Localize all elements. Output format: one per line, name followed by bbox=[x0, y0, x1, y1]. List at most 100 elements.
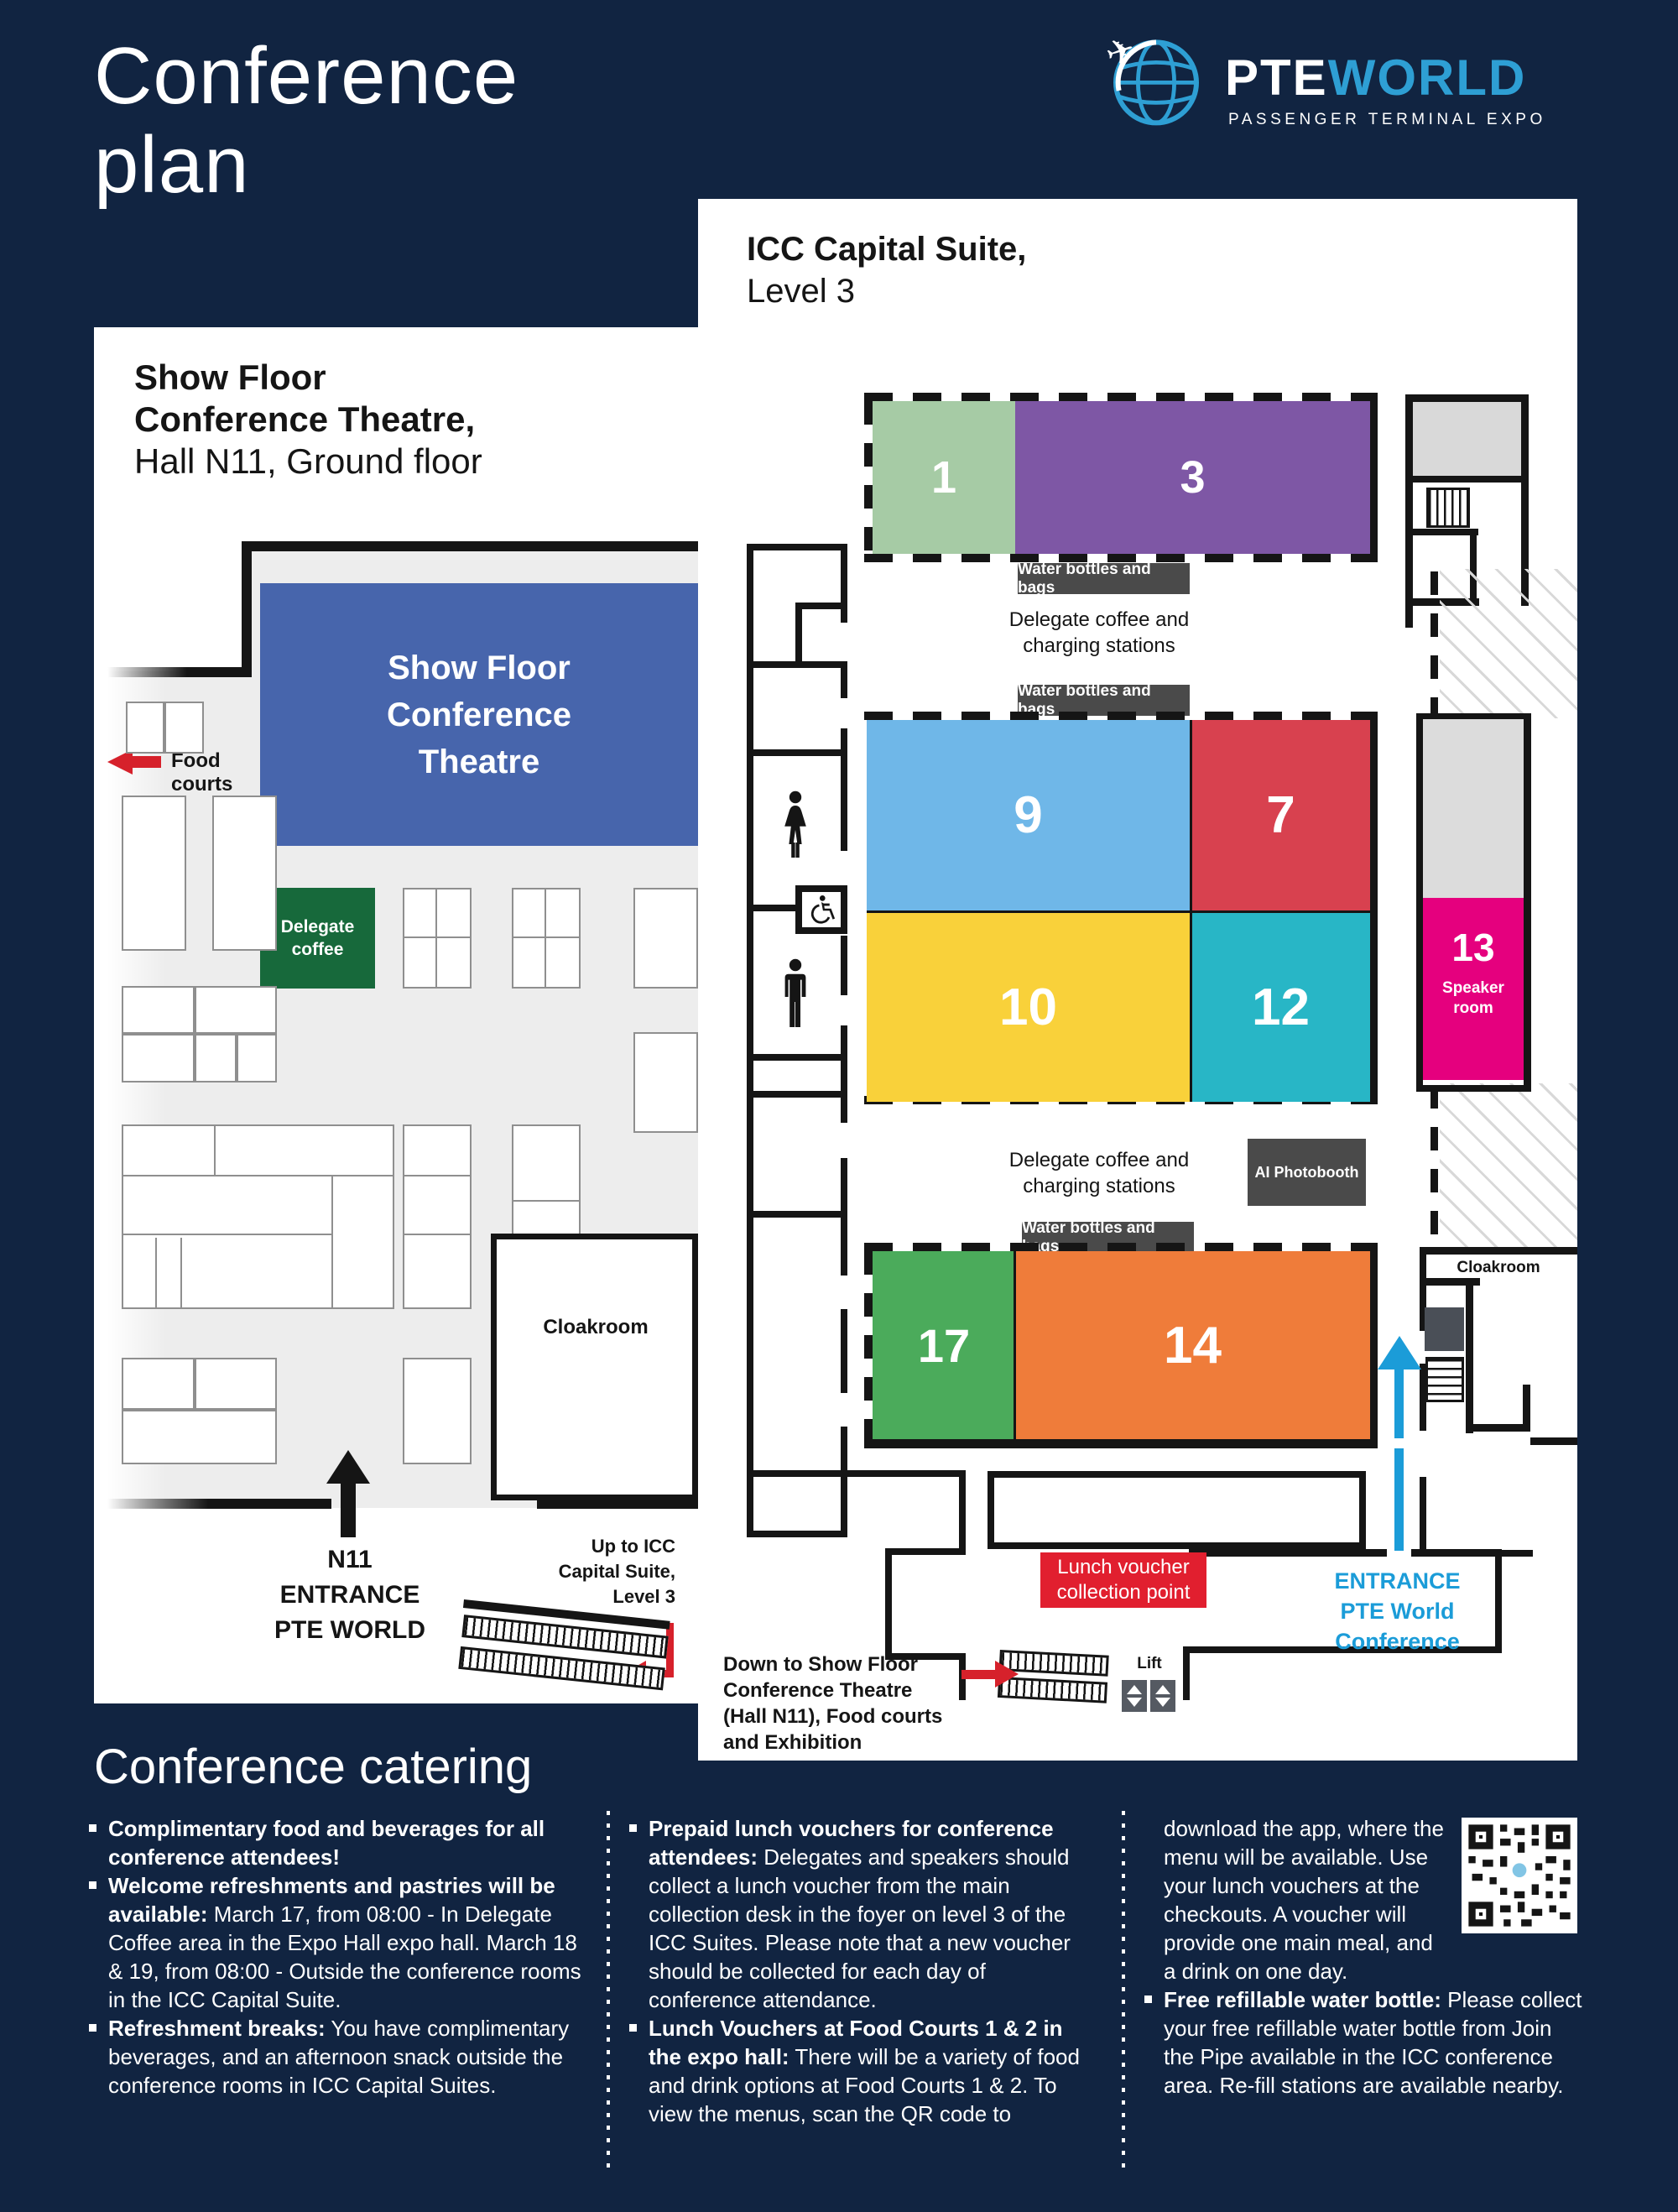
entrance-arrow-shaft bbox=[1394, 1366, 1404, 1438]
booth bbox=[633, 1032, 698, 1133]
qr-code bbox=[1462, 1818, 1577, 1933]
wall bbox=[107, 1499, 331, 1509]
theatre-label-line3: Theatre bbox=[418, 743, 540, 780]
collection-desk bbox=[988, 1471, 1366, 1549]
wall bbox=[1420, 1477, 1426, 1557]
booth bbox=[122, 1358, 195, 1410]
lift-icon bbox=[1150, 1680, 1175, 1712]
catering-heading: Conference catering bbox=[94, 1740, 533, 1794]
wall bbox=[841, 728, 847, 851]
wall bbox=[1466, 1278, 1473, 1433]
wall bbox=[959, 1470, 966, 1552]
wall bbox=[747, 661, 847, 668]
catering-item: Complimentary food and beverages for all… bbox=[86, 1814, 586, 1871]
booth-divider bbox=[155, 1238, 157, 1309]
bullet-marker bbox=[1144, 1995, 1152, 2003]
wall bbox=[795, 603, 847, 609]
room-14: 14 bbox=[1015, 1251, 1370, 1439]
woman-icon bbox=[784, 790, 806, 858]
show-floor-heading-line2: Conference Theatre, bbox=[134, 399, 476, 439]
speaker-room-lobby bbox=[1423, 719, 1524, 898]
booth-divider bbox=[403, 936, 472, 938]
room-9: 9 bbox=[867, 720, 1190, 910]
delegate-coffee-line1: Delegate bbox=[280, 917, 355, 936]
booth bbox=[195, 1358, 277, 1410]
booth-divider bbox=[214, 1124, 216, 1175]
water-bottles-label: Water bottles and bags bbox=[1018, 682, 1190, 718]
dashed-wall bbox=[864, 1251, 873, 1439]
wall bbox=[1416, 713, 1531, 719]
wall bbox=[107, 667, 252, 677]
entrance-arrow-shaft bbox=[1394, 1448, 1404, 1551]
room-9-label: 9 bbox=[1014, 786, 1043, 844]
wall bbox=[242, 541, 252, 676]
booth bbox=[237, 1034, 277, 1083]
n11-entrance-arrow-shaft bbox=[341, 1482, 356, 1537]
room-10-label: 10 bbox=[999, 978, 1057, 1036]
wall bbox=[795, 603, 802, 668]
dashed-wall bbox=[864, 554, 1378, 562]
show-floor-heading-line1: Show Floor bbox=[134, 357, 326, 397]
room-divider bbox=[867, 910, 1370, 913]
icc-heading-bold: ICC Capital Suite, bbox=[747, 231, 1027, 268]
column-divider bbox=[607, 1811, 610, 2173]
wall bbox=[1416, 1085, 1531, 1092]
wall bbox=[1420, 1247, 1577, 1255]
room-17: 17 bbox=[873, 1251, 1015, 1439]
booth-divider bbox=[180, 1238, 182, 1309]
bullet-marker bbox=[89, 2024, 96, 2032]
wall bbox=[1495, 1549, 1502, 1653]
room-3: 3 bbox=[1015, 401, 1370, 554]
bullet-marker bbox=[89, 1881, 96, 1889]
wheelchair-icon bbox=[810, 895, 835, 924]
logo-world: WORLD bbox=[1327, 50, 1527, 106]
room-divider bbox=[1014, 1251, 1016, 1439]
wall bbox=[1405, 394, 1413, 606]
wall bbox=[1420, 1364, 1426, 1431]
icc-heading: ICC Capital Suite, Level 3 bbox=[747, 228, 1026, 312]
wall bbox=[242, 541, 698, 551]
room-14-label: 14 bbox=[1164, 1316, 1222, 1375]
delegate-coffee-line2: coffee bbox=[291, 940, 344, 959]
wall bbox=[841, 1025, 847, 1123]
lift-shaft bbox=[1425, 1307, 1464, 1351]
room-12: 12 bbox=[1191, 912, 1370, 1102]
wall bbox=[864, 1439, 1378, 1448]
wall bbox=[747, 1091, 847, 1098]
show-floor-heading: Show Floor Conference Theatre, Hall N11,… bbox=[134, 357, 482, 483]
wall bbox=[1370, 715, 1378, 1103]
bullet-marker bbox=[629, 1824, 637, 1832]
room-10: 10 bbox=[867, 912, 1190, 1102]
booth-divider bbox=[403, 1234, 472, 1235]
room-13: 13 Speaker room bbox=[1423, 898, 1524, 1080]
wall bbox=[885, 1653, 962, 1660]
booth-divider bbox=[122, 1175, 394, 1176]
up-to-icc-arrow-shaft bbox=[666, 1623, 674, 1675]
stair-lobby bbox=[1413, 402, 1521, 476]
wall bbox=[747, 1470, 965, 1477]
escalator-void bbox=[1440, 1083, 1577, 1248]
wall bbox=[747, 1211, 847, 1218]
logo-tagline: PASSENGER TERMINAL EXPO bbox=[1228, 111, 1546, 128]
booth-divider bbox=[512, 936, 581, 938]
wall bbox=[841, 544, 847, 623]
cloakroom-room bbox=[491, 1234, 698, 1500]
wall bbox=[1530, 1437, 1577, 1445]
up-to-icc-line1: Up to ICC bbox=[591, 1536, 675, 1557]
room-12-label: 12 bbox=[1252, 978, 1310, 1036]
catering-item: Lunch Vouchers at Food Courts 1 & 2 in t… bbox=[626, 2014, 1097, 2128]
wall bbox=[747, 1054, 847, 1061]
show-floor-heading-sub: Hall N11, Ground floor bbox=[134, 441, 482, 481]
wall bbox=[747, 544, 847, 550]
bullet-marker bbox=[89, 1824, 96, 1832]
bullet-marker bbox=[629, 2024, 637, 2032]
wall bbox=[1183, 1646, 1502, 1653]
n11-line1: N11 bbox=[327, 1546, 373, 1573]
wall bbox=[1420, 1278, 1480, 1286]
man-icon bbox=[784, 958, 806, 1027]
delegate-coffee-room: Delegate coffee bbox=[260, 888, 375, 989]
catering-item: Refreshment breaks: You have complimenta… bbox=[86, 2014, 586, 2100]
booth bbox=[403, 888, 472, 989]
booth bbox=[122, 1410, 277, 1464]
